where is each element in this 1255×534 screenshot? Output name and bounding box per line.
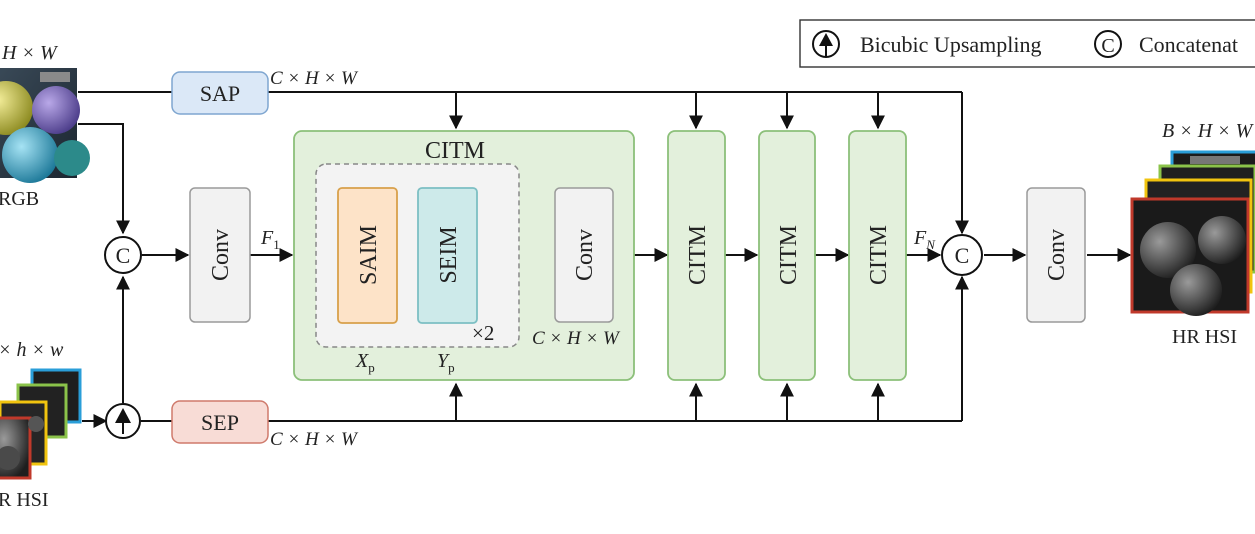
sap-block: SAP (171, 71, 269, 115)
lr-hsi-stack (0, 368, 82, 480)
sep-block: SEP (171, 400, 269, 444)
concat-legend-icon: C (1094, 30, 1122, 58)
citm-block-3: CITM (848, 130, 907, 381)
conv-output-block: Conv (1026, 187, 1086, 323)
citm-2-label: CITM (776, 225, 802, 285)
citm-1-label: CITM (685, 225, 711, 285)
lr-dims-label: × h × w (0, 339, 64, 361)
rgb-image (0, 68, 90, 183)
repeat-label: ×2 (472, 321, 494, 345)
sap-dims-label: C × H × W (270, 68, 359, 89)
output-label: HR HSI (1172, 326, 1237, 348)
legend: Bicubic Upsampling C Concatenat (799, 19, 1255, 68)
legend-concat-label: Concatenat (1139, 32, 1238, 57)
saim-label: SAIM (356, 225, 382, 285)
citm-block-1: CITM (667, 130, 726, 381)
concat-node-input: C (104, 236, 142, 274)
seim-label: SEIM (436, 226, 462, 283)
rgb-label: RGB (0, 188, 39, 210)
concat-node-output-symbol: C (955, 243, 970, 268)
conv-input-label: Conv (208, 229, 234, 281)
lr-hsi-label: R HSI (0, 489, 49, 511)
conv-output-label: Conv (1044, 229, 1070, 281)
hr-hsi-stack (1130, 150, 1255, 316)
conv-input-block: Conv (189, 187, 251, 323)
yp-label: Yp (437, 350, 455, 375)
concat-node-input-symbol: C (116, 243, 131, 268)
wires (78, 91, 1132, 428)
sap-label: SAP (200, 81, 240, 106)
citm-detail-block: CITM SAIM SEIM ×2 Conv C × H × W Xp Yp (293, 130, 635, 381)
rgb-dims-label: H × W (1, 42, 59, 64)
output-dims-label: B × H × W (1162, 120, 1255, 142)
citm-detail-title: CITM (425, 138, 485, 164)
f1-label: F1 (260, 227, 280, 252)
citm-conv-block: Conv (554, 187, 614, 323)
upsampling-legend-icon (812, 30, 840, 58)
citm-conv-label: Conv (572, 229, 598, 281)
sep-dims-label: C × H × W (270, 429, 359, 450)
citm-3-label: CITM (866, 225, 892, 285)
upsampling-node (105, 403, 141, 439)
concat-node-output: C (941, 234, 983, 276)
citm-block-2: CITM (758, 130, 816, 381)
citm-dims-label: C × H × W (532, 328, 621, 349)
concat-legend-symbol: C (1101, 35, 1114, 57)
legend-upsampling-label: Bicubic Upsampling (860, 32, 1041, 57)
saim-block: SAIM (337, 187, 398, 324)
seim-block: SEIM (417, 187, 478, 324)
xp-label: Xp (355, 350, 375, 375)
fn-label: FN (913, 227, 936, 252)
sep-label: SEP (201, 410, 239, 435)
